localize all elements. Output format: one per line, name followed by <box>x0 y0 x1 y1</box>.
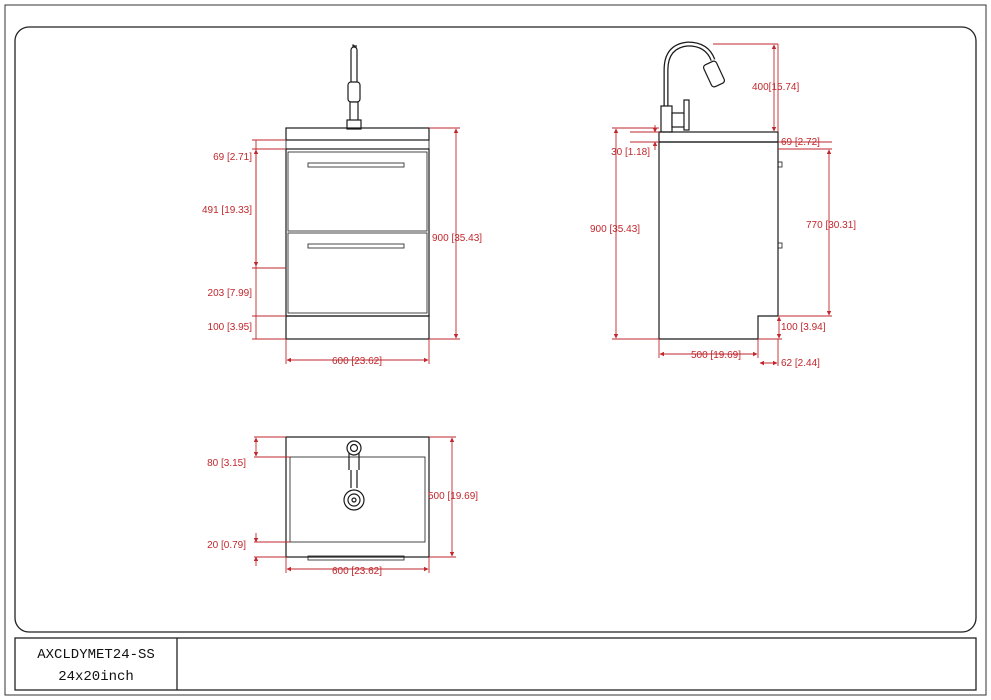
drawer-handle-top <box>307 555 405 561</box>
dim-top-thickness: 30 [1.18] <box>611 147 650 158</box>
drawing-frame <box>14 26 977 633</box>
model-size: 24x20inch <box>58 669 134 685</box>
dim-depth-top: 500 [19.69] <box>428 491 478 502</box>
top-view: 80 [3.15] 500 [19.69] 20 [0.79] 600 [23.… <box>207 436 478 577</box>
drawer-lower <box>287 232 428 314</box>
dim-drawer-lower: 203 [7.99] <box>208 288 253 299</box>
dim-toe-kick: 100 [3.95] <box>208 322 253 333</box>
dim-body-height: 770 [30.31] <box>806 220 856 231</box>
drawer-upper-handle <box>307 162 405 168</box>
dim-height-front: 900 [35.43] <box>432 233 482 244</box>
dim-drawer-upper: 491 [19.33] <box>202 205 252 216</box>
dim-height-side: 900 [35.43] <box>590 224 640 235</box>
front-view: 69 [2.71] 491 [19.33] 203 [7.99] 100 [3.… <box>202 44 482 367</box>
handle-side-lower <box>777 242 783 249</box>
countertop-edge <box>285 139 430 150</box>
countertop-front <box>285 127 430 141</box>
dim-toe-recess: 62 [2.44] <box>781 358 820 369</box>
title-block: AXCLDYMET24-SS 24x20inch <box>14 637 977 691</box>
faucet-top <box>343 440 365 511</box>
dim-front-rim: 20 [0.79] <box>207 540 246 551</box>
dim-faucet-height: 400[15.74] <box>752 82 799 93</box>
cabinet-side-body <box>658 141 779 340</box>
dim-toe-kick-side: 100 [3.94] <box>781 322 826 333</box>
drawer-lower-handle <box>307 243 405 249</box>
dim-top-offset: 69 [2.71] <box>213 152 252 163</box>
sheet-border <box>4 4 987 696</box>
side-view: 400[15.74] 30 [1.18] 69 [2.72] 900 [35.4… <box>590 41 856 369</box>
model-number: AXCLDYMET24-SS <box>37 647 155 663</box>
faucet-front <box>346 44 362 130</box>
dim-width-top: 600 [23.62] <box>332 566 382 577</box>
sink-basin <box>289 456 426 543</box>
dim-top-offset-side: 69 [2.72] <box>781 137 820 148</box>
dim-depth-side: 500 [19.69] <box>691 350 741 361</box>
dim-width-front: 600 [23.62] <box>332 356 382 367</box>
drawer-upper <box>287 151 428 232</box>
dim-back-rim: 80 [3.15] <box>207 458 246 469</box>
toe-kick <box>285 315 430 340</box>
cabinet-body <box>285 148 430 317</box>
countertop-top <box>285 436 430 558</box>
handle-side-upper <box>777 161 783 168</box>
countertop-side <box>658 131 779 143</box>
faucet-side <box>660 41 726 133</box>
